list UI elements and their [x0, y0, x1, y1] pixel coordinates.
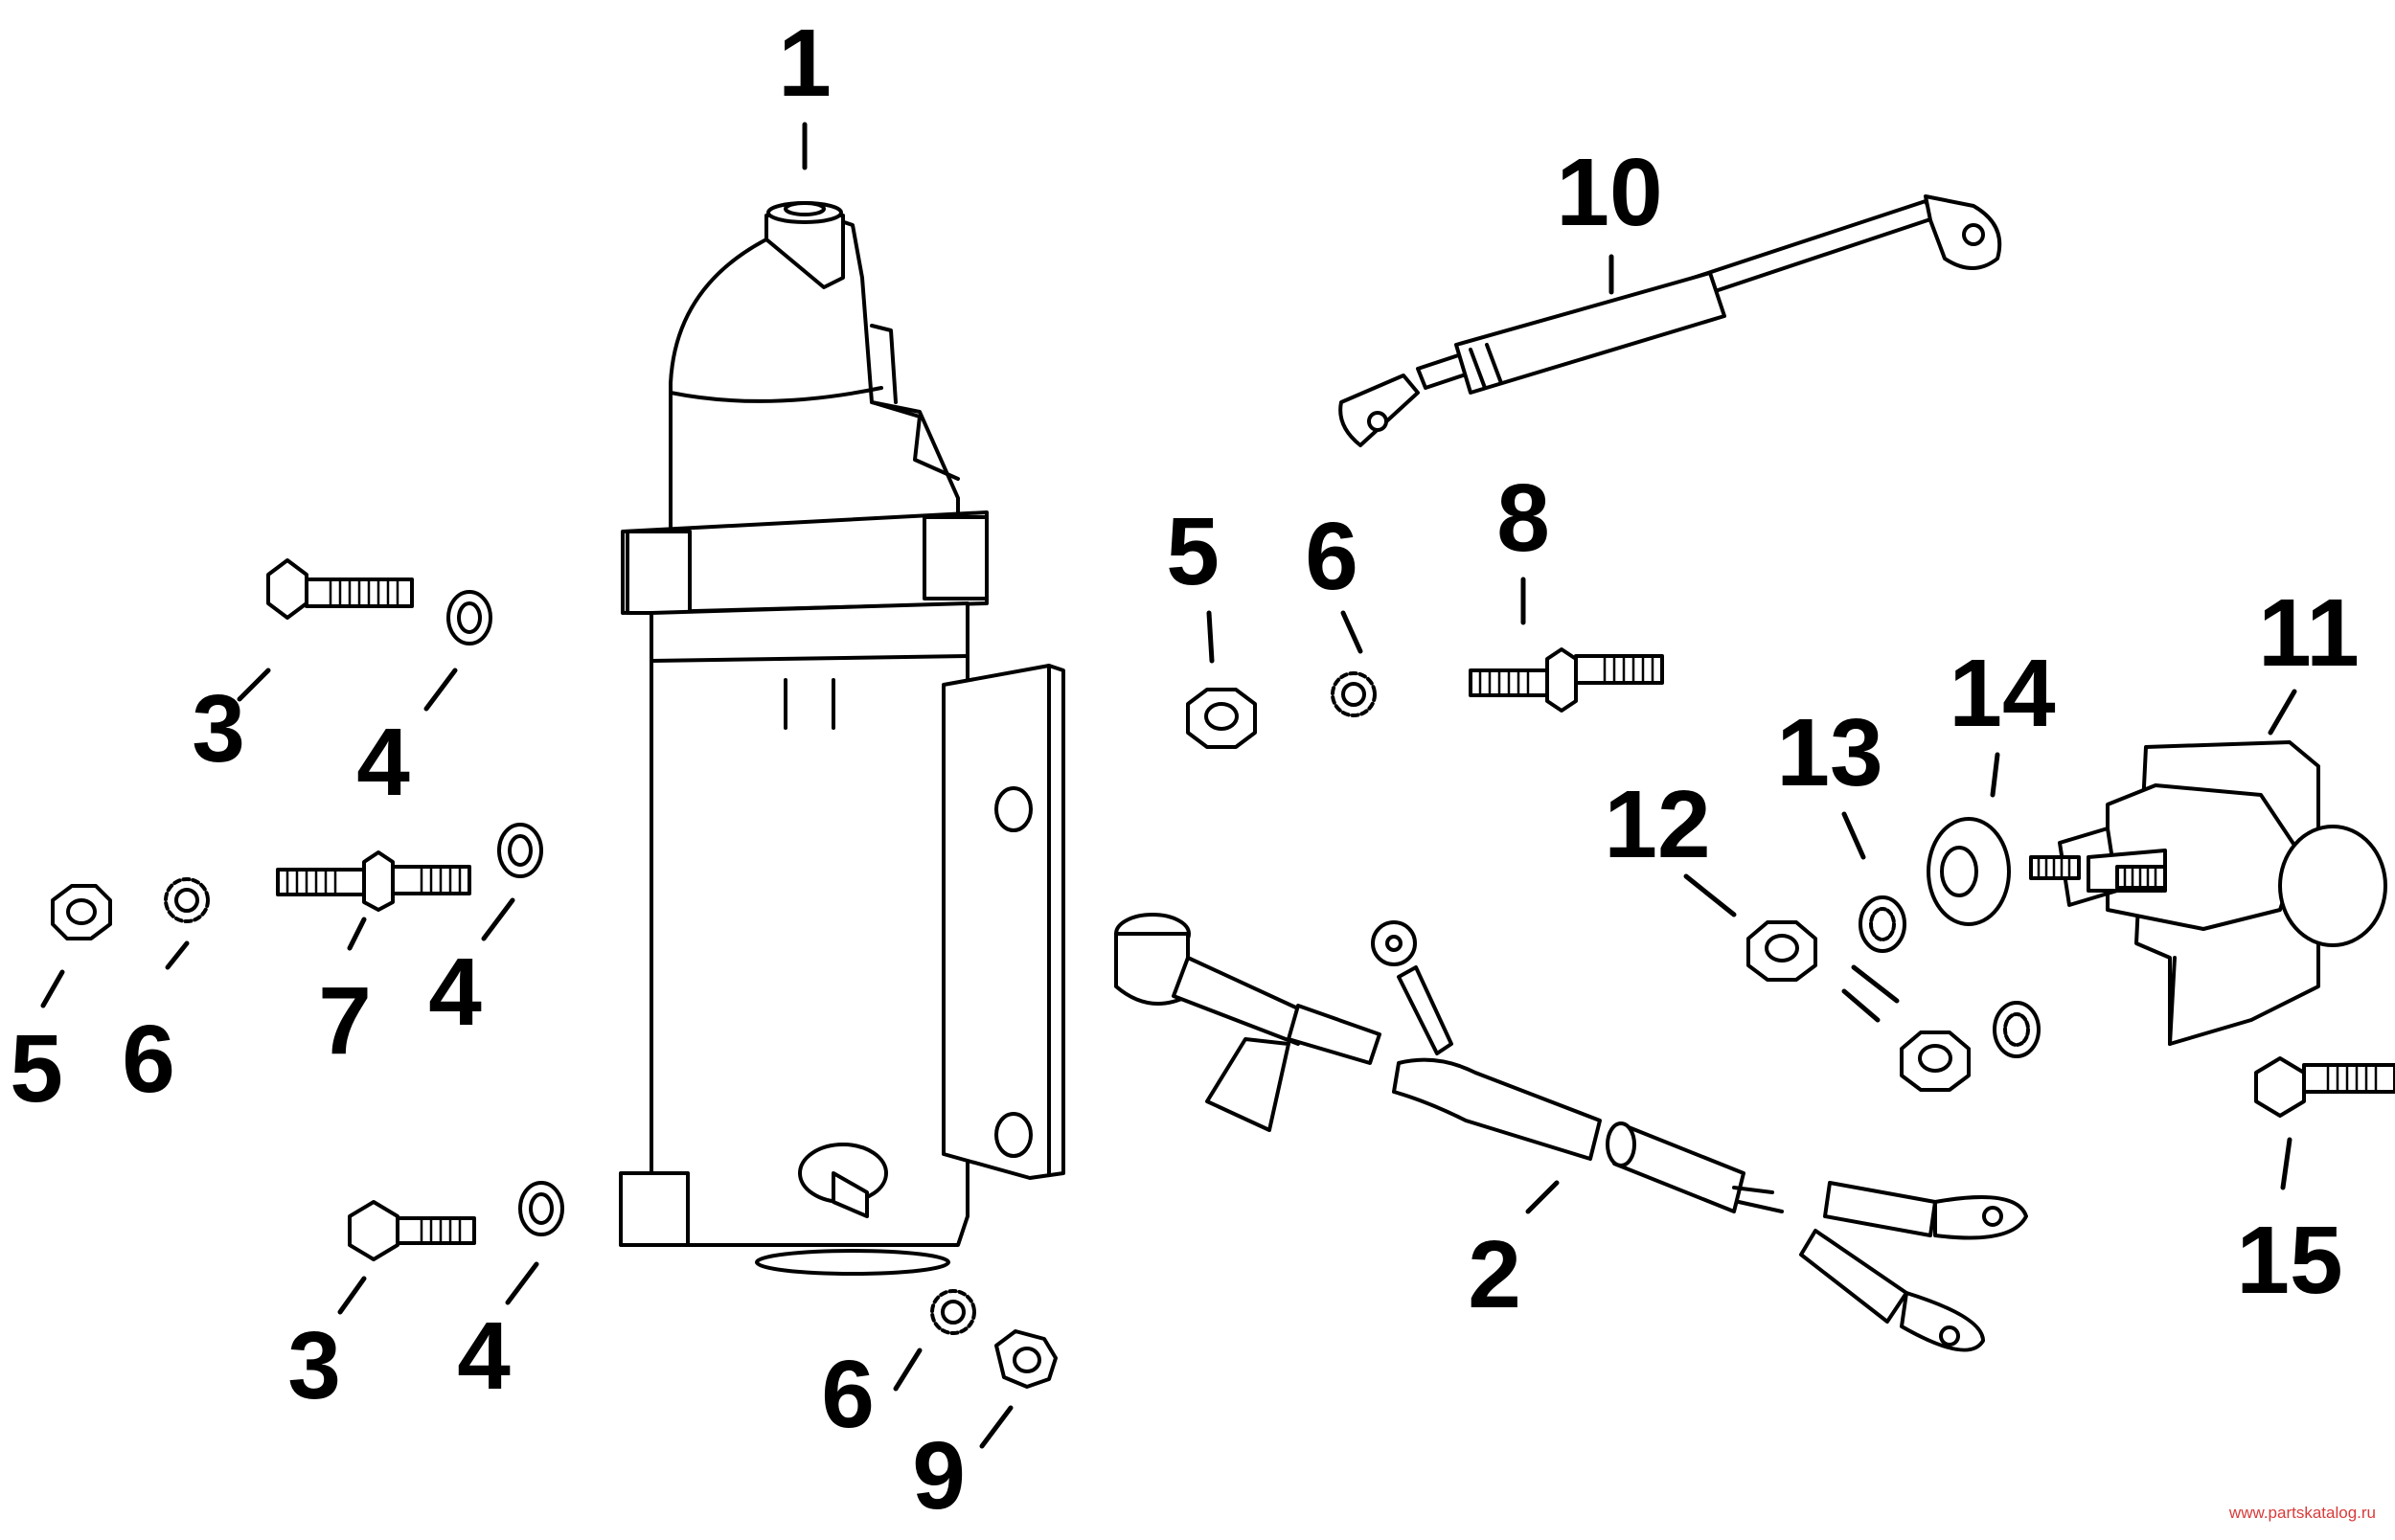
lock-washer-part-6-bottom	[930, 1289, 976, 1335]
callout-6-right: 6	[1305, 503, 1358, 610]
nut-part-9	[994, 1329, 1058, 1389]
nut-part-12-lower	[1900, 1030, 1971, 1092]
cable-part-10	[1338, 194, 2002, 447]
callout-2: 2	[1468, 1221, 1521, 1328]
callout-labels: 1 10 11 14 13 12 8 6 5 3 4 7 4 6 5 3 4 6…	[10, 10, 2360, 1529]
callout-15: 15	[2236, 1207, 2342, 1314]
washer-part-4-upper	[446, 590, 492, 645]
callout-4-middle: 4	[428, 939, 482, 1046]
washer-part-4-lower	[518, 1181, 564, 1236]
watermark-text: www.partskatalog.ru	[2228, 1504, 2376, 1522]
callout-6-bottom: 6	[821, 1341, 875, 1448]
callout-10: 10	[1556, 139, 1662, 246]
bolt-part-3-lower	[348, 1200, 476, 1261]
callout-5-right: 5	[1166, 498, 1220, 605]
callout-9: 9	[912, 1422, 966, 1529]
callout-7: 7	[318, 967, 372, 1075]
washer-part-4-middle	[497, 823, 543, 878]
bolt-part-3-upper	[266, 558, 414, 620]
starter-motor-part-1	[619, 201, 1065, 1276]
harness-part-2	[1114, 913, 2028, 1352]
nut-part-5-left	[51, 884, 112, 940]
leader-lines	[40, 122, 2297, 1449]
lock-washer-part-13-lower	[1993, 1001, 2041, 1058]
callout-8: 8	[1496, 464, 1550, 572]
callout-3-upper: 3	[192, 675, 245, 782]
callout-11: 11	[2258, 579, 2360, 687]
callout-13: 13	[1776, 699, 1882, 806]
lock-washer-part-13-upper	[1859, 895, 1906, 953]
callout-14: 14	[1949, 640, 2056, 747]
callout-4-upper: 4	[356, 709, 410, 816]
bolt-part-15	[2254, 1056, 2395, 1118]
nut-part-5-right	[1186, 688, 1257, 749]
stud-part-7	[276, 850, 471, 912]
lock-washer-part-6-left	[164, 877, 210, 923]
lock-washer-part-6-right	[1331, 671, 1377, 717]
callout-1: 1	[778, 10, 832, 117]
callout-12: 12	[1604, 771, 1710, 878]
nut-part-12-upper	[1746, 920, 1817, 982]
callout-3-lower: 3	[287, 1312, 341, 1419]
solenoid-part-11	[2029, 740, 2387, 1046]
stud-part-8	[1469, 647, 1664, 713]
washer-part-14	[1927, 817, 2011, 926]
callout-4-lower: 4	[457, 1302, 511, 1410]
callout-5-left: 5	[10, 1015, 63, 1122]
callout-6-left: 6	[122, 1006, 175, 1113]
